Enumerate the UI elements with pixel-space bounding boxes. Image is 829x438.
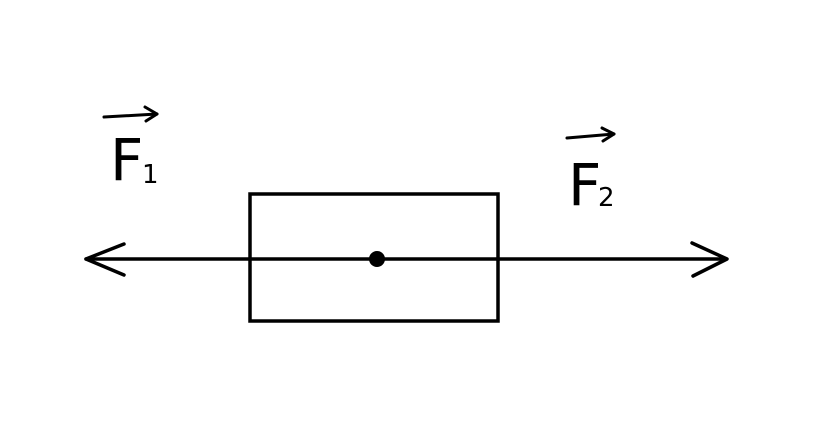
f2-vector-arrowhead (600, 126, 616, 143)
f2-symbol: F (568, 151, 601, 219)
f1-symbol: F (110, 126, 143, 194)
right-arrowhead (690, 241, 729, 278)
left-arrowhead (84, 242, 126, 277)
f2-vector-arrow-icon (565, 132, 616, 140)
f1-vector-arrow-icon (102, 112, 159, 119)
f2-subscript: 2 (598, 183, 615, 213)
force-label-f2: F 2 (565, 126, 616, 219)
body-rectangle (248, 192, 500, 323)
f1-vector-arrowhead (143, 105, 159, 123)
center-dot (369, 251, 385, 267)
force-label-f1: F 1 (102, 105, 159, 194)
f1-subscript: 1 (142, 160, 159, 190)
